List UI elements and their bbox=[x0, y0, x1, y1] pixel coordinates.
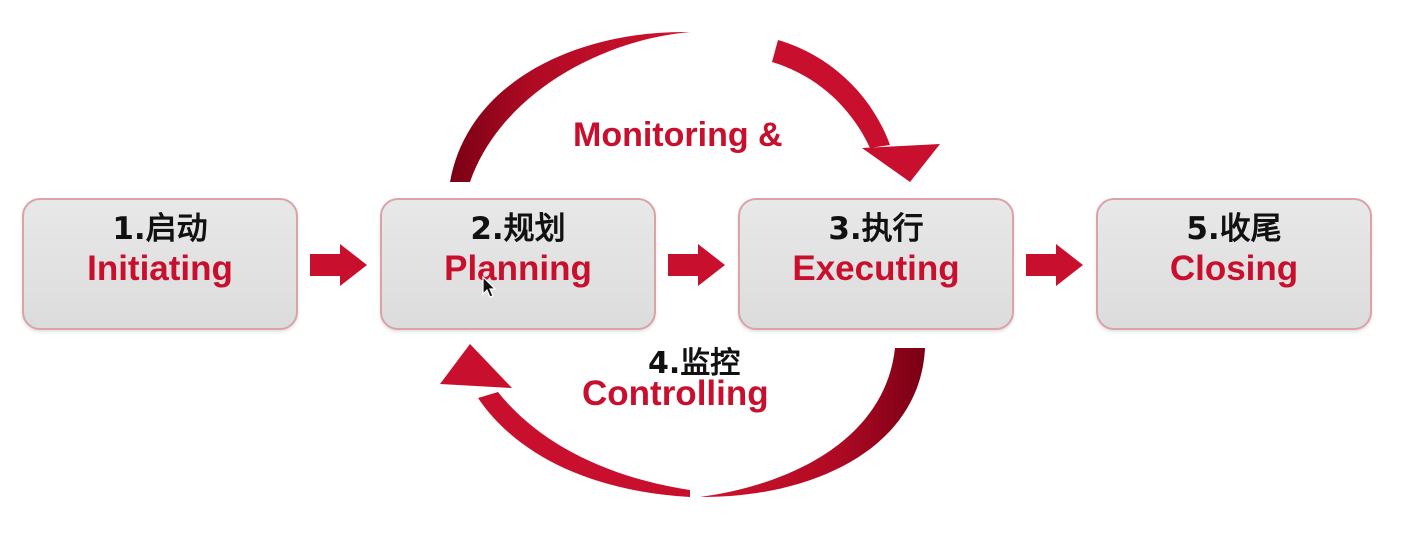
phase-number-label: 5.收尾 bbox=[1186, 211, 1282, 247]
phase-number-label: 3.执行 bbox=[828, 211, 924, 247]
controlling-arrow-head bbox=[440, 344, 512, 388]
phase-english-label: Executing bbox=[792, 249, 960, 288]
phase-english-label: Initiating bbox=[87, 249, 233, 288]
phase-english-label: Closing bbox=[1169, 249, 1299, 288]
monitoring-curved-arrow-tail bbox=[772, 40, 890, 148]
phase-box-planning: 2.规划 Planning bbox=[380, 198, 656, 330]
controlling-label: Controlling bbox=[582, 374, 769, 413]
phase-box-closing: 5.收尾 Closing bbox=[1096, 198, 1372, 330]
phase-english-label: Planning bbox=[444, 249, 592, 288]
phase-number-label: 1.启动 bbox=[112, 211, 208, 247]
flow-arrow-1 bbox=[310, 244, 367, 286]
flow-arrow-2 bbox=[668, 244, 725, 286]
phase-box-initiating: 1.启动 Initiating bbox=[22, 198, 298, 330]
flow-arrow-3 bbox=[1026, 244, 1083, 286]
controlling-curved-arrow bbox=[700, 348, 925, 498]
monitoring-arrow-head bbox=[862, 144, 940, 182]
monitoring-label: Monitoring & bbox=[573, 116, 783, 154]
controlling-curved-arrow-tail bbox=[478, 392, 690, 497]
phase-number-label: 2.规划 bbox=[470, 211, 566, 247]
mouse-pointer-icon bbox=[482, 276, 497, 298]
monitoring-curved-arrow bbox=[450, 31, 690, 182]
controlling-number-label: 4.监控 bbox=[648, 346, 741, 381]
phase-box-executing: 3.执行 Executing bbox=[738, 198, 1014, 330]
